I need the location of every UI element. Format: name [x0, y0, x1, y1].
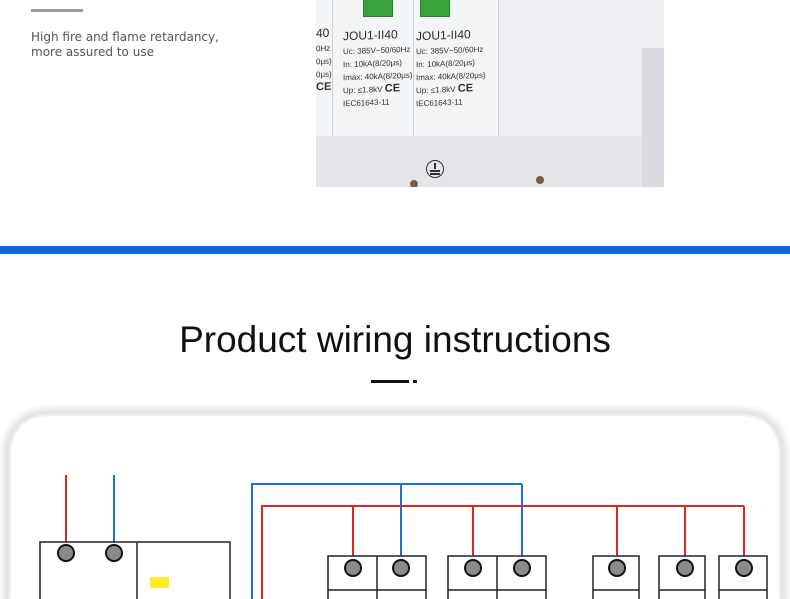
surge-module-1: JOU1-II40 Uc: 385V~50/60Hz In: 10kA(8/20…	[333, 0, 414, 140]
feature-line: High fire and flame retardancy,	[31, 30, 219, 44]
ground-symbol-icon	[426, 160, 444, 178]
rail-hole	[410, 180, 418, 187]
status-window	[363, 0, 393, 17]
diagram-panel-shadow	[4, 409, 786, 599]
indicator-lamp	[150, 577, 169, 588]
live-bus-wire	[261, 505, 744, 599]
side-housing	[642, 48, 664, 187]
branch-breaker-2p	[327, 555, 427, 599]
terminal-screw	[57, 544, 75, 562]
feature-line: more assured to use	[31, 45, 154, 59]
branch-breaker-1p	[592, 555, 640, 599]
module-base	[316, 136, 664, 187]
status-window	[420, 0, 450, 17]
ce-mark: CE	[457, 82, 474, 95]
surge-module-2: JOU1-II40 Uc: 385V~50/60Hz In: 10kA(8/20…	[414, 0, 499, 140]
rail-hole	[536, 176, 544, 184]
terminal-screw	[105, 544, 123, 562]
surge-module-partial: 40 0Hz 0μs) 0μs) CE	[316, 0, 333, 140]
top-divider	[31, 9, 83, 12]
feature-description: High fire and flame retardancy, more ass…	[31, 30, 271, 60]
neutral-bus-wire	[251, 483, 522, 599]
product-photo: 40 0Hz 0μs) 0μs) CE JOU1-II40 Uc: 385V~5…	[316, 0, 664, 187]
wiring-diagram	[4, 409, 786, 599]
title-underline-dot	[413, 380, 417, 383]
ce-mark: CE	[384, 82, 401, 95]
section-title: Product wiring instructions	[179, 319, 611, 360]
branch-breaker-2p	[447, 555, 547, 599]
terminal-screws	[344, 559, 753, 577]
section-divider	[0, 246, 790, 254]
title-underline	[371, 380, 409, 383]
